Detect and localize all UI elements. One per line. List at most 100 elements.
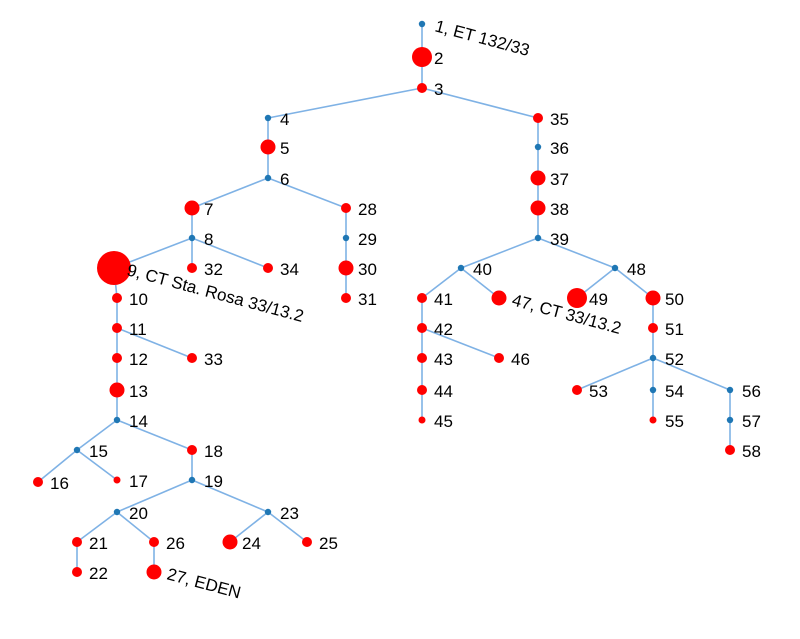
node-4: [264, 114, 272, 122]
node-47: [491, 290, 507, 306]
node-44: [417, 385, 427, 395]
node-label-24: 24: [242, 534, 261, 553]
node-label-14: 14: [129, 412, 148, 431]
node-label-45: 45: [434, 412, 453, 431]
node-58: [725, 445, 735, 455]
node-label-58: 58: [742, 442, 761, 461]
node-24: [222, 534, 238, 550]
edge-48-50: [614, 267, 654, 299]
edge-40-47: [460, 267, 500, 299]
node-label-15: 15: [89, 442, 108, 461]
node-25: [302, 537, 312, 547]
node-label-55: 55: [665, 412, 684, 431]
edge-40-41: [421, 267, 462, 299]
node-31: [341, 293, 351, 303]
node-20: [113, 508, 121, 516]
node-49: [567, 288, 587, 308]
node-8: [188, 234, 196, 242]
node-label-26: 26: [166, 534, 185, 553]
node-46: [494, 353, 504, 363]
node-26: [149, 537, 159, 547]
node-36: [534, 143, 542, 151]
node-label-52: 52: [665, 350, 684, 369]
node-51: [648, 323, 658, 333]
node-label-28: 28: [358, 200, 377, 219]
node-14: [113, 416, 121, 424]
node-label-6: 6: [280, 170, 289, 189]
node-21: [72, 537, 82, 547]
node-1: [418, 20, 426, 28]
node-label-50: 50: [665, 290, 684, 309]
node-41: [417, 293, 427, 303]
node-11: [112, 323, 122, 333]
node-label-29: 29: [358, 230, 377, 249]
node-50: [645, 290, 661, 306]
node-29: [342, 234, 350, 242]
node-label-7: 7: [204, 200, 213, 219]
node-28: [341, 203, 351, 213]
node-label-44: 44: [434, 382, 453, 401]
edge-6-28: [267, 177, 347, 209]
node-13: [109, 382, 125, 398]
node-label-18: 18: [204, 442, 223, 461]
node-label-20: 20: [129, 504, 148, 523]
node-10: [112, 293, 122, 303]
edge-14-18: [116, 419, 193, 451]
edge-42-46: [421, 327, 500, 359]
node-53: [572, 385, 582, 395]
node-7: [184, 200, 200, 216]
node-18: [187, 445, 197, 455]
node-label-13: 13: [129, 382, 148, 401]
node-label-22: 22: [89, 564, 108, 583]
edge-39-48: [537, 237, 616, 269]
node-label-5: 5: [280, 139, 289, 158]
node-42: [417, 323, 427, 333]
node-12: [112, 353, 122, 363]
node-54: [649, 386, 657, 394]
node-57: [726, 416, 734, 424]
node-37: [530, 170, 546, 186]
node-2: [412, 47, 432, 67]
edge-11-33: [116, 327, 193, 359]
node-label-57: 57: [742, 412, 761, 431]
edge-20-21: [76, 511, 118, 543]
node-40: [457, 264, 465, 272]
node-label-16: 16: [50, 474, 69, 493]
node-label-33: 33: [204, 350, 223, 369]
node-label-56: 56: [742, 382, 761, 401]
node-label-51: 51: [665, 320, 684, 339]
edge-20-26: [116, 511, 155, 543]
node-label-37: 37: [550, 170, 569, 189]
node-48: [611, 264, 619, 272]
node-55: [649, 416, 657, 424]
node-label-35: 35: [550, 110, 569, 129]
node-17: [113, 476, 121, 484]
node-33: [187, 353, 197, 363]
node-label-46: 46: [511, 350, 530, 369]
node-label-49: 49: [589, 290, 608, 309]
node-label-21: 21: [89, 534, 108, 553]
node-39: [534, 234, 542, 242]
node-23: [264, 508, 272, 516]
node-27: [146, 564, 162, 580]
node-label-31: 31: [358, 290, 377, 309]
edge-8-34: [191, 237, 269, 269]
node-label-11: 11: [129, 320, 147, 339]
edge-19-23: [191, 479, 269, 513]
node-label-34: 34: [280, 260, 299, 279]
node-43: [417, 353, 427, 363]
edge-52-53: [576, 357, 654, 391]
node-56: [726, 386, 734, 394]
edge-6-7: [191, 177, 269, 209]
edge-15-16: [37, 449, 78, 483]
node-34: [263, 263, 273, 273]
edge-3-4: [267, 87, 423, 119]
node-9: [97, 251, 131, 285]
node-label-43: 43: [434, 350, 453, 369]
node-5: [260, 139, 276, 155]
node-label-39: 39: [550, 230, 569, 249]
node-label-32: 32: [204, 260, 223, 279]
node-label-3: 3: [434, 80, 443, 99]
